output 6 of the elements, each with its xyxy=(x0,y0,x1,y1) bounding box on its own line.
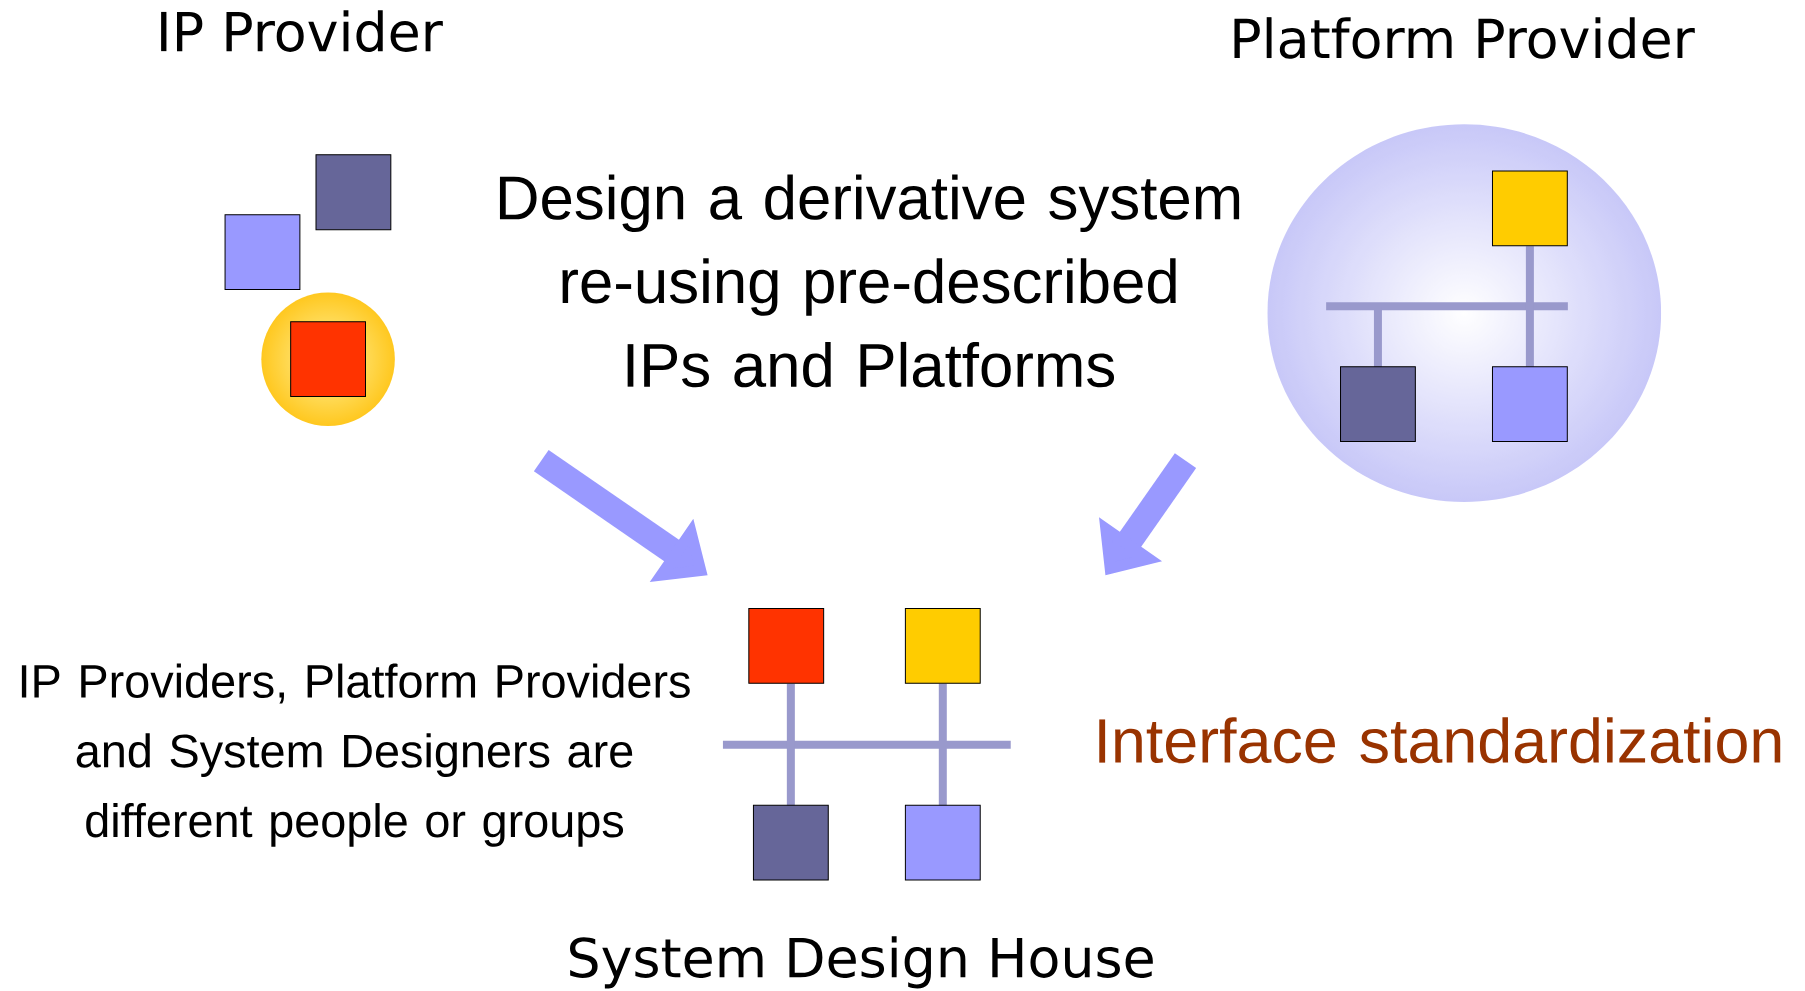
note-text: IP Providers, Platform Providers and System Designers are different people or groups xyxy=(21,663,690,847)
heading: System Design House xyxy=(570,936,1153,989)
headline-text: Design a derivative system re-using pre-described IPs and Platforms xyxy=(499,174,1240,388)
heading: Platform Provider xyxy=(1234,17,1695,59)
heading: IP Provider xyxy=(161,10,443,52)
highlight-text: Interface standardization xyxy=(1099,717,1781,764)
